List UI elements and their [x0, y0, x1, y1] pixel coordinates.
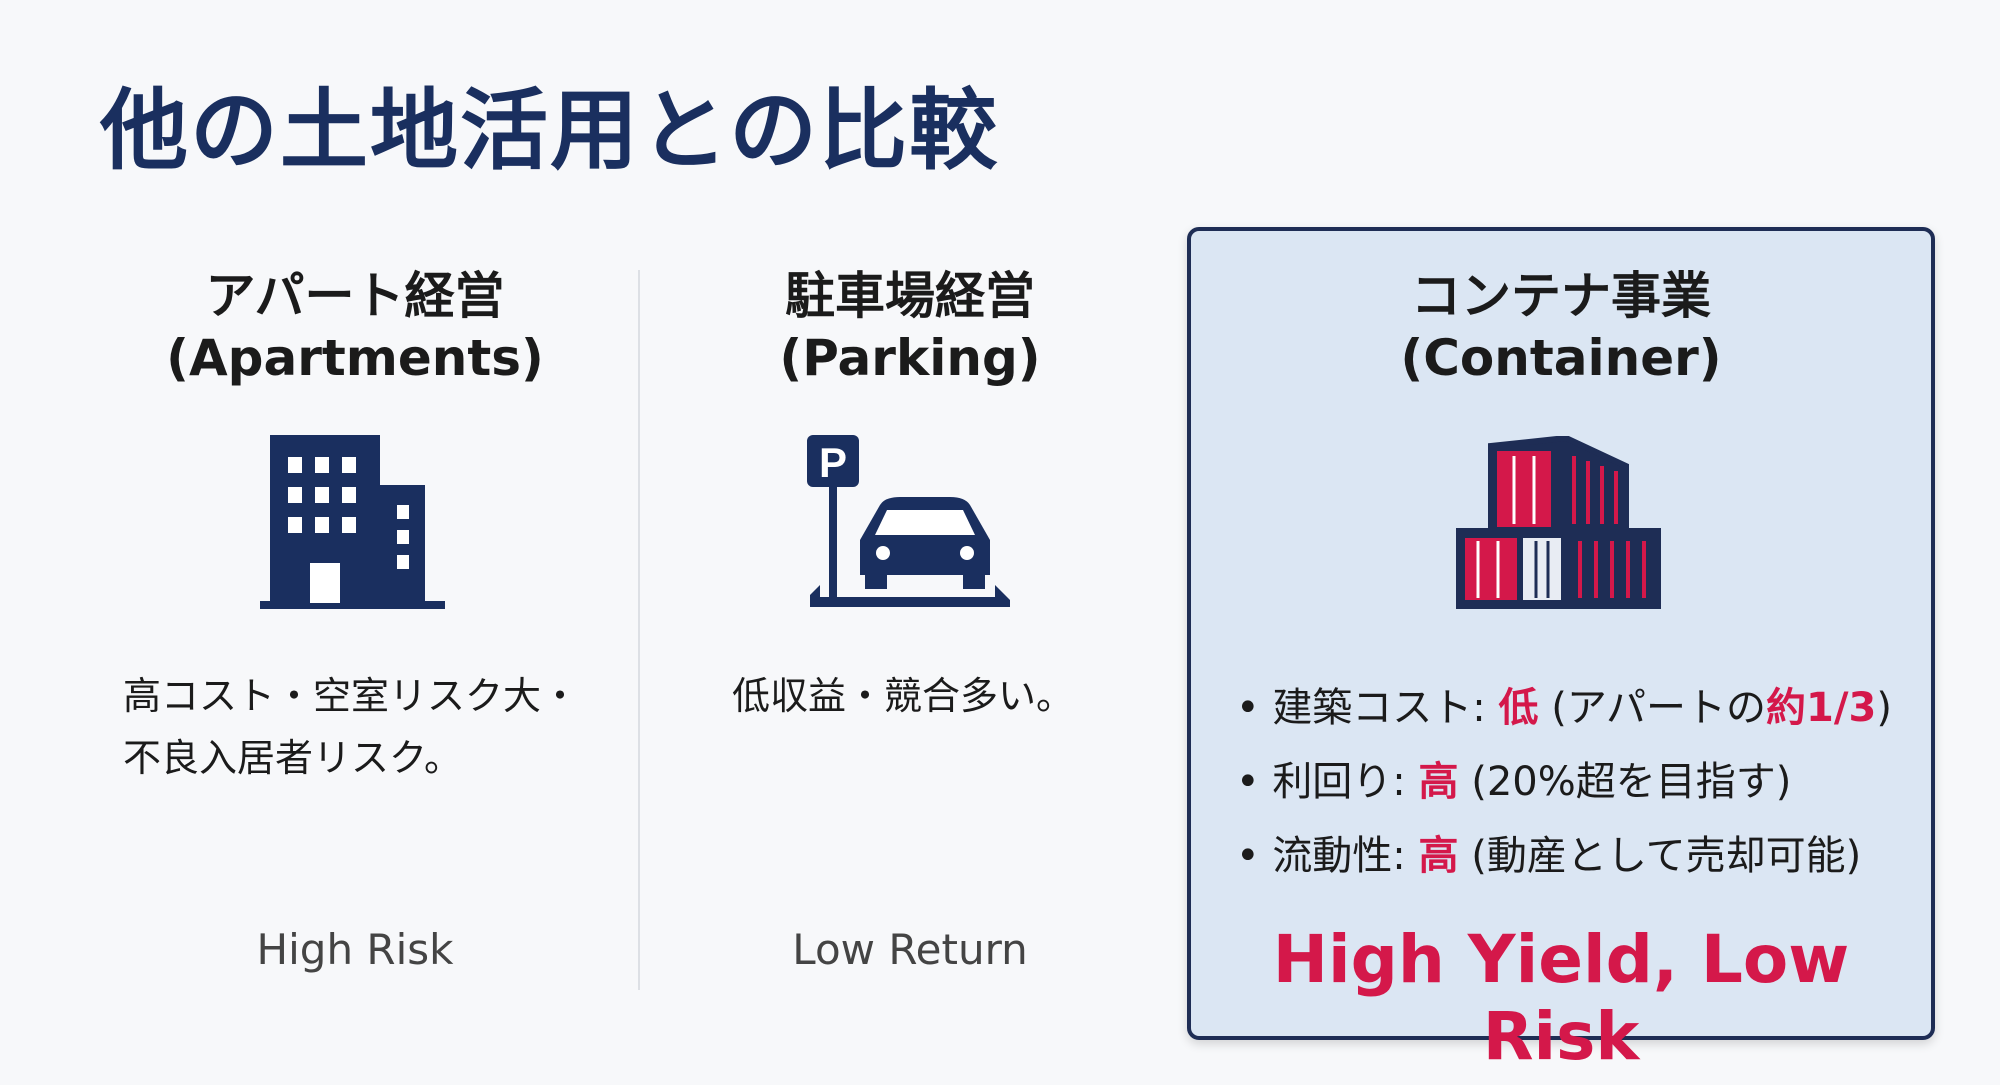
heading-en: (Parking)	[779, 329, 1041, 387]
divider	[638, 270, 640, 990]
description-line: 高コスト・空室リスク大・	[123, 674, 580, 718]
heading-ja: コンテナ事業	[1411, 267, 1711, 325]
feature-note: )	[1876, 685, 1892, 731]
feature-label: 利回り:	[1272, 759, 1419, 805]
heading-en: (Apartments)	[166, 329, 544, 387]
heading-en: (Container)	[1400, 329, 1722, 387]
feature-note: (動産として売却可能)	[1458, 833, 1862, 879]
stacked-containers-icon	[1455, 434, 1666, 620]
page-title: 他の土地活用との比較	[100, 79, 1000, 182]
feature-value: 低	[1498, 685, 1539, 731]
feature-item: • 利回り: 高 (20%超を目指す)	[1236, 759, 1792, 805]
heading-ja: 駐車場経営	[785, 267, 1035, 325]
svg-text:P: P	[819, 439, 847, 486]
feature-value: 高	[1418, 833, 1459, 879]
footer-label: Low Return	[792, 925, 1028, 974]
building-icon	[260, 435, 450, 619]
feature-label: 建築コスト:	[1272, 685, 1499, 731]
feature-note-emphasis: 約1/3	[1766, 685, 1877, 731]
description-line: 低収益・競合多い。	[732, 674, 1075, 718]
column-parking: 駐車場経営 (Parking) P 低収益・競合多い。 Low Return	[660, 265, 1160, 974]
highlight-header: コンテナ事業 (Container)	[1191, 265, 1931, 389]
feature-list: • 建築コスト: 低 (アパートの約1/3) • 利回り: 高 (20%超を目指…	[1236, 671, 1892, 893]
description-line: 不良入居者リスク。	[123, 736, 462, 780]
tagline: High Yield, Low Risk	[1272, 921, 1850, 1075]
feature-item: • 建築コスト: 低 (アパートの約1/3)	[1236, 685, 1892, 731]
footer-label: High Risk	[256, 925, 454, 974]
description: 高コスト・空室リスク大・ 不良入居者リスク。	[123, 665, 579, 789]
feature-value: 高	[1418, 759, 1459, 805]
highlight-card-container: コンテナ事業 (Container) • 建築コスト: 低 (アパートの約1/3…	[1187, 227, 1935, 1075]
feature-note: (アパートの	[1538, 685, 1767, 731]
feature-item: • 流動性: 高 (動産として売却可能)	[1236, 833, 1862, 879]
column-apartments: アパート経営 (Apartments) 高コスト・空室リスク大・ 不良入居者リス…	[105, 265, 605, 974]
feature-note: (20%超を目指す)	[1458, 759, 1792, 805]
description: 低収益・競合多い。	[732, 665, 1074, 727]
heading-ja: アパート経営	[205, 267, 505, 325]
parking-car-icon: P	[805, 435, 1015, 619]
feature-label: 流動性:	[1272, 833, 1419, 879]
